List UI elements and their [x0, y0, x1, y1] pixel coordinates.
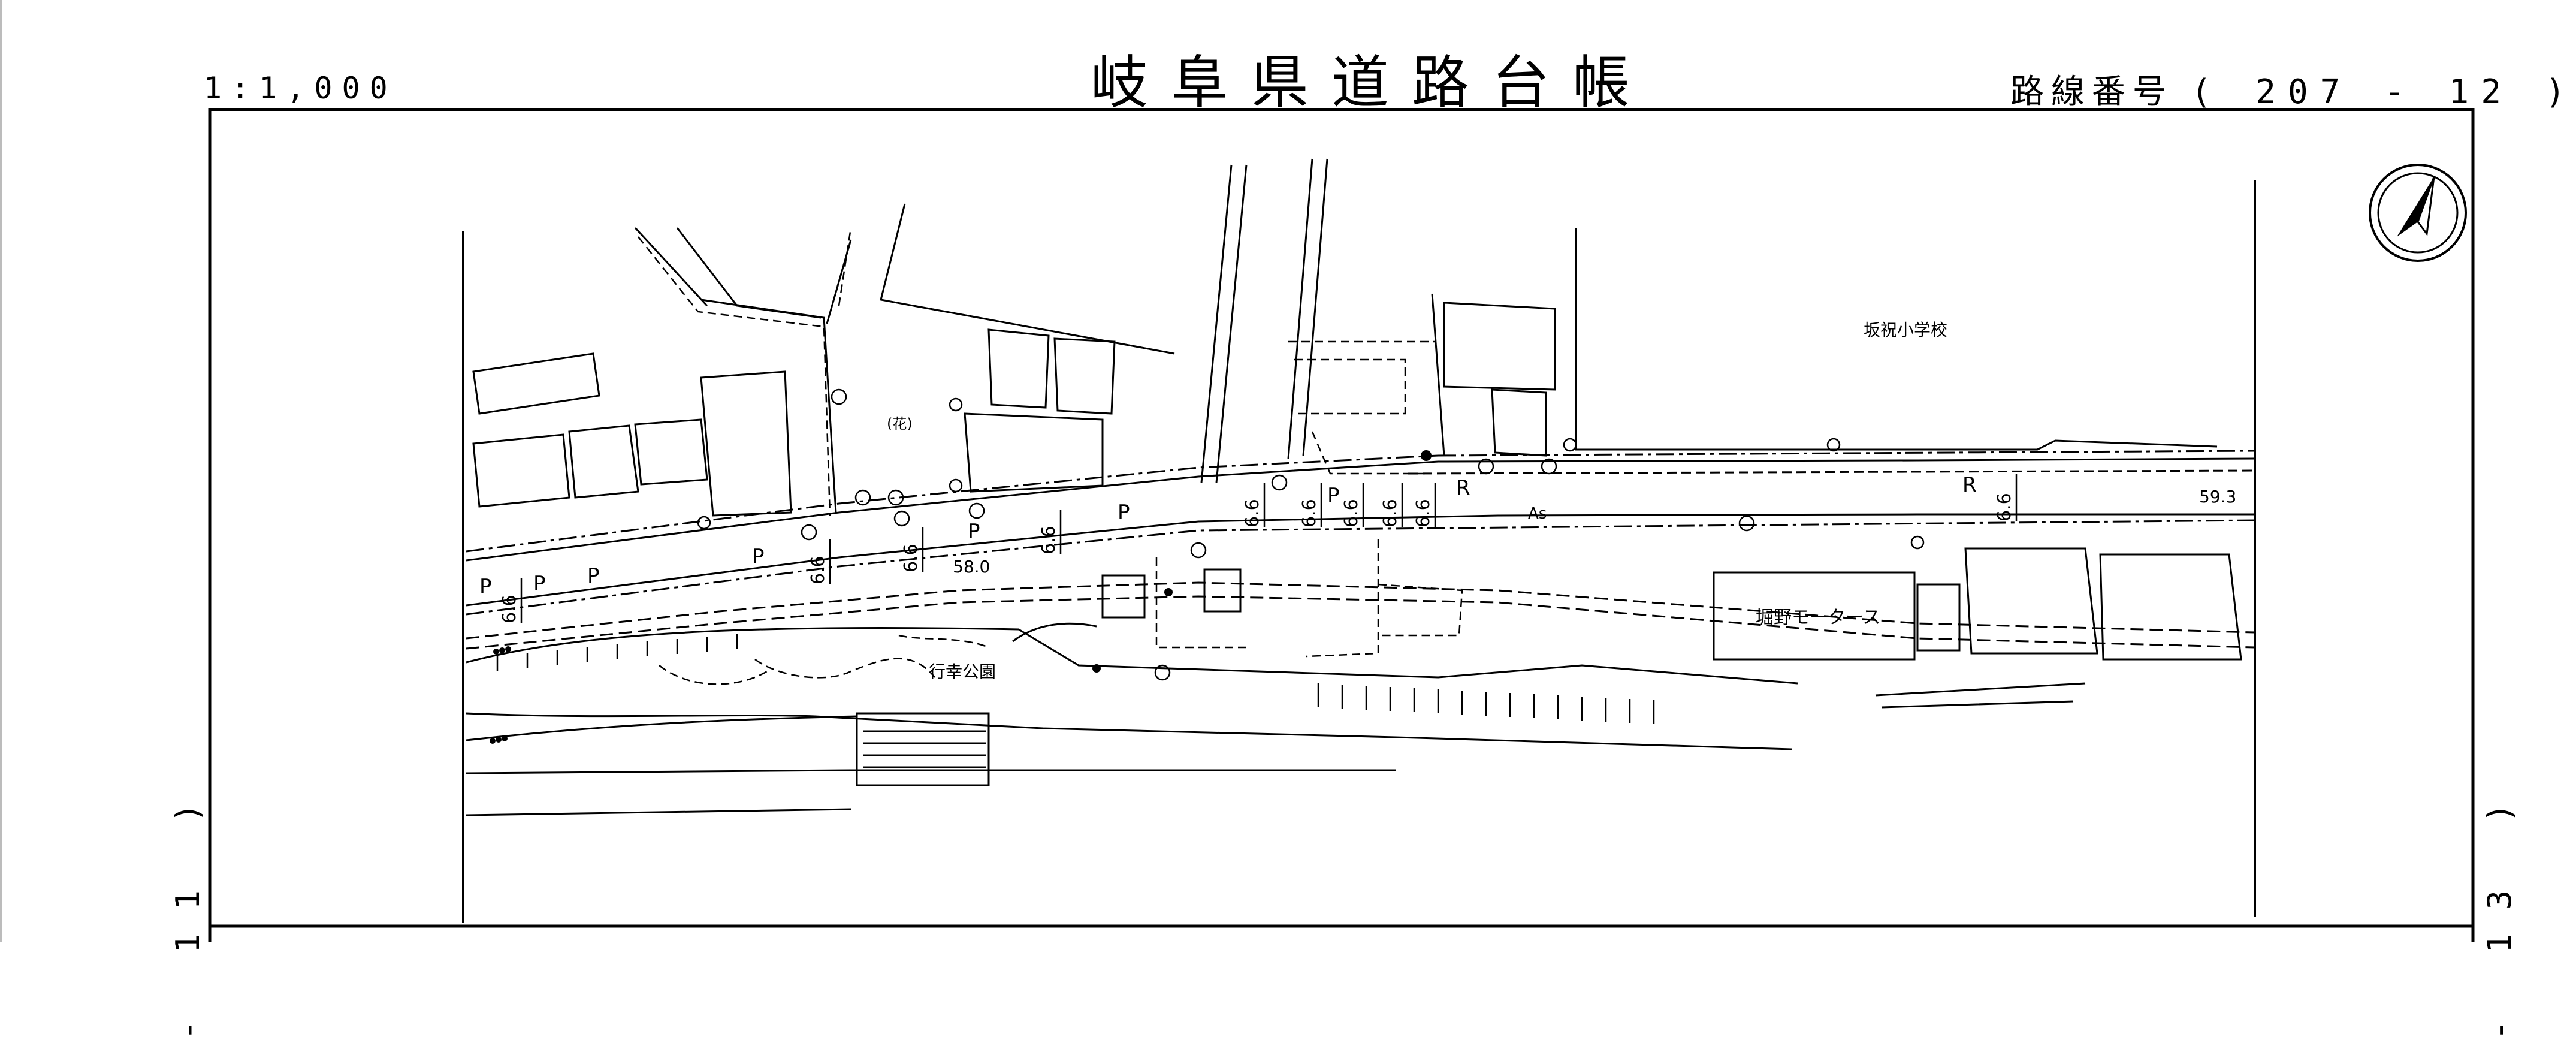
- width-mark-8: 6.6: [1380, 499, 1401, 527]
- surface-label: As: [1528, 505, 1547, 523]
- parking-mark-4: P: [752, 545, 765, 569]
- width-mark-5: 6.6: [1242, 499, 1263, 527]
- parking-mark-7: P: [1327, 484, 1340, 508]
- elevation-east: 59.3: [2199, 487, 2236, 507]
- map-frame: [208, 108, 2475, 942]
- width-mark-10: 6.6: [1994, 493, 2015, 521]
- width-mark-3: 6.6: [901, 544, 922, 572]
- width-mark-7: 6.6: [1341, 499, 1362, 527]
- buildings-north: [472, 158, 2218, 517]
- parking-mark-2: P: [533, 572, 546, 596]
- parking-mark-6: P: [1118, 501, 1130, 524]
- school-label: 坂祝小学校: [1864, 320, 1947, 340]
- pole-markers: [697, 388, 1925, 681]
- width-mark-9: 6.6: [1413, 499, 1434, 527]
- road-map: P P P P P P P R R As 58.0 59.3 坂祝小学校 行幸公…: [208, 108, 2475, 942]
- solid-markers: [490, 450, 1432, 744]
- route-number: 路線番号 ( 207 - 12 ): [2010, 65, 2576, 113]
- river-mark-1: R: [1456, 476, 1470, 500]
- river-banks: [466, 547, 2242, 816]
- sheet-edge-line: [0, 0, 2, 942]
- wall-ticks: [496, 634, 1655, 724]
- scale-label: 1:1,000: [204, 71, 397, 105]
- width-mark-2: 6.6: [808, 556, 829, 584]
- parking-mark-5: P: [968, 520, 980, 544]
- route-number-label: 路線番号: [2010, 73, 2173, 111]
- garage-label: 堀野モータース: [1756, 607, 1881, 628]
- page-title: 岐阜県道路台帳: [1091, 49, 1653, 116]
- road-annotations: P P P P P P P R R As 58.0 59.3 坂祝小学校 行幸公…: [479, 320, 2236, 682]
- park-label: 行幸公園: [929, 662, 996, 682]
- road-edges: [466, 450, 2255, 650]
- north-arrow-icon: [2369, 164, 2467, 262]
- flower-label: (花): [887, 415, 913, 432]
- parking-mark-3: P: [587, 564, 600, 588]
- elevation-west: 58.0: [953, 557, 990, 577]
- width-mark-1: 6.6: [499, 595, 520, 623]
- parking-mark-1: P: [479, 575, 492, 599]
- width-marks: 6.6 6.6 6.6 6.6 6.6 6.6 6.6 6.6 6.6 6.6: [499, 493, 2015, 623]
- width-mark-6: 6.6: [1299, 499, 1320, 527]
- river-mark-2: R: [1962, 473, 1977, 497]
- width-arrows: [520, 474, 2018, 623]
- parcels-dashed: [638, 227, 1463, 685]
- width-mark-4: 6.6: [1038, 526, 1059, 554]
- route-number-value: ( 207 - 12 ): [2191, 73, 2576, 111]
